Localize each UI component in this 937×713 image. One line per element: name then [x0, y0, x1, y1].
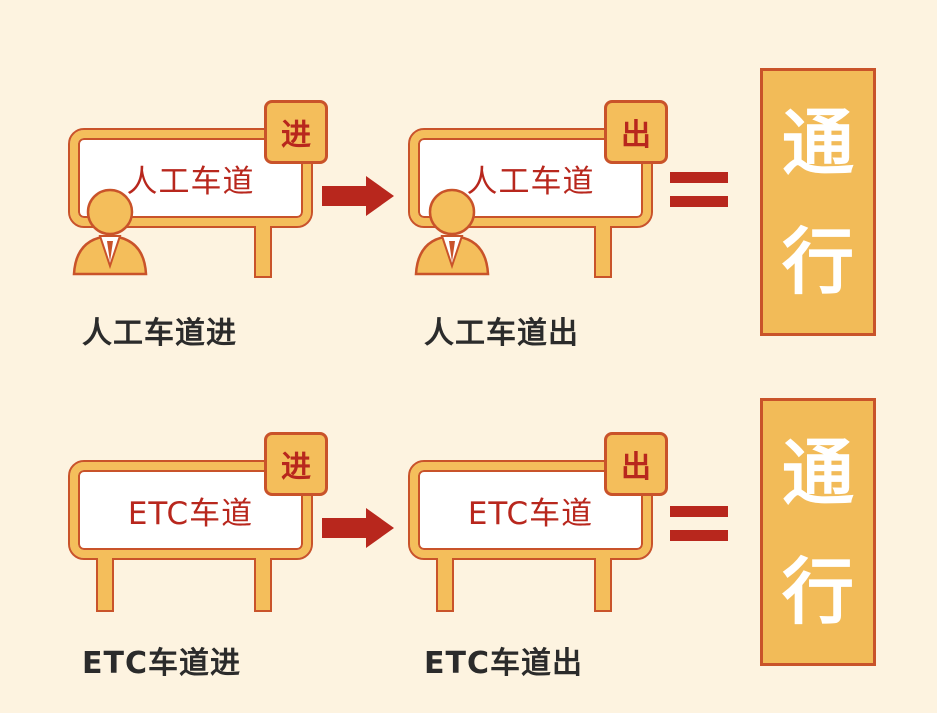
exit-sign-label: 人工车道 [466, 163, 595, 200]
entry-caption: 人工车道进 [82, 316, 237, 351]
toll-attendant-icon [414, 188, 490, 276]
sign-post [594, 226, 612, 278]
sign-post [594, 558, 612, 612]
result-char: 通 [781, 430, 854, 515]
sign-post [254, 226, 272, 278]
sign-post [254, 558, 272, 612]
result-char: 通 [781, 100, 854, 185]
exit-badge: 出 [604, 100, 668, 164]
entry-badge: 进 [264, 432, 328, 496]
entry-sign-label: ETC车道 [127, 495, 254, 532]
sign-post [436, 558, 454, 612]
result-char: 行 [781, 219, 854, 304]
equals-icon [670, 506, 728, 541]
exit-caption: ETC车道出 [424, 646, 583, 681]
sign-post [96, 558, 114, 612]
exit-caption: 人工车道出 [424, 316, 579, 351]
arrow-right-icon [322, 176, 394, 216]
entry-badge: 进 [264, 100, 328, 164]
result-char: 行 [781, 549, 854, 634]
entry-caption: ETC车道进 [82, 646, 241, 681]
toll-attendant-icon [72, 188, 148, 276]
entry-sign: ETC车道 [68, 460, 313, 560]
exit-sign-label: ETC车道 [467, 495, 594, 532]
entry-sign-label: 人工车道 [126, 163, 255, 200]
equals-icon [670, 172, 728, 207]
pass-result: 通 行 [760, 68, 876, 336]
exit-badge: 出 [604, 432, 668, 496]
arrow-right-icon [322, 508, 394, 548]
pass-result: 通 行 [760, 398, 876, 666]
